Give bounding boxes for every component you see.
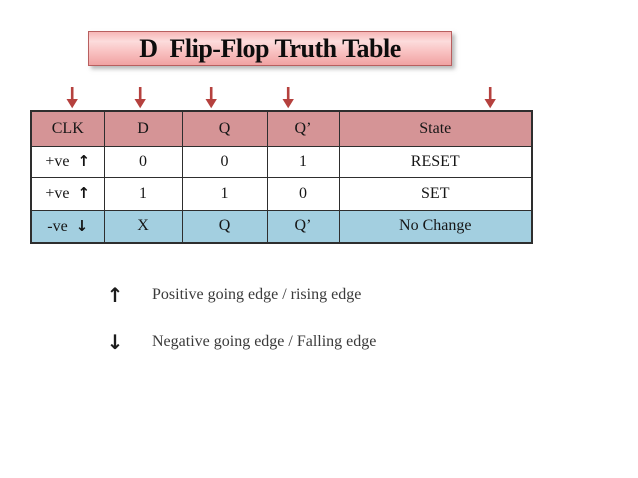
legend-text: Positive going edge / rising edge [152, 286, 362, 303]
clk-label: +ve [45, 185, 70, 202]
down-arrow-glyph: ↓ [75, 216, 89, 235]
table-row-no-change: -ve ↓ X Q Q’ No Change [30, 209, 533, 244]
qbar-cell: Q’ [266, 209, 340, 244]
up-arrow-glyph: ↑ [77, 152, 91, 170]
d-cell: 0 [103, 145, 183, 178]
table-row-reset: +ve ↑ 0 0 1 RESET [30, 145, 533, 178]
clk-cell: +ve ↑ [30, 176, 105, 211]
red-down-arrow-icon [203, 87, 219, 109]
col-header-d: D [103, 110, 183, 147]
up-arrow-icon: ↑ [106, 283, 124, 307]
table-header-row: CLK D Q Q’ State [30, 110, 533, 147]
d-cell: 1 [103, 176, 183, 211]
qbar-cell: 0 [266, 176, 340, 211]
state-cell: SET [338, 176, 533, 211]
clk-cell: +ve ↑ [30, 145, 105, 178]
clk-label: +ve [45, 153, 70, 170]
q-cell: Q [181, 209, 268, 244]
red-down-arrow-icon [132, 87, 148, 109]
state-cell: RESET [338, 145, 533, 178]
red-down-arrow-icon [482, 87, 498, 109]
qbar-cell: 1 [266, 145, 340, 178]
down-arrow-icon: ↓ [106, 330, 124, 354]
legend-item-falling-edge: ↓ Negative going edge / Falling edge [106, 330, 377, 354]
q-cell: 0 [181, 145, 268, 178]
d-cell: X [103, 209, 183, 244]
col-header-state: State [338, 110, 533, 147]
col-header-qbar: Q’ [266, 110, 340, 147]
legend-item-rising-edge: ↑ Positive going edge / rising edge [106, 283, 362, 307]
title-banner: D Flip-Flop Truth Table [88, 31, 452, 66]
state-cell: No Change [338, 209, 533, 244]
legend-text: Negative going edge / Falling edge [152, 333, 377, 350]
red-down-arrow-icon [64, 87, 80, 109]
col-header-q: Q [181, 110, 268, 147]
q-cell: 1 [181, 176, 268, 211]
clk-cell: -ve ↓ [30, 209, 105, 244]
clk-label: -ve [47, 217, 68, 235]
table-row-set: +ve ↑ 1 1 0 SET [30, 176, 533, 211]
truth-table: CLK D Q Q’ State +ve ↑ 0 0 1 RESET +ve ↑ 1… [30, 110, 533, 244]
red-down-arrow-icon [280, 87, 296, 109]
page-title: D Flip-Flop Truth Table [139, 33, 401, 63]
col-header-clk: CLK [30, 110, 105, 147]
up-arrow-glyph: ↑ [77, 184, 91, 202]
